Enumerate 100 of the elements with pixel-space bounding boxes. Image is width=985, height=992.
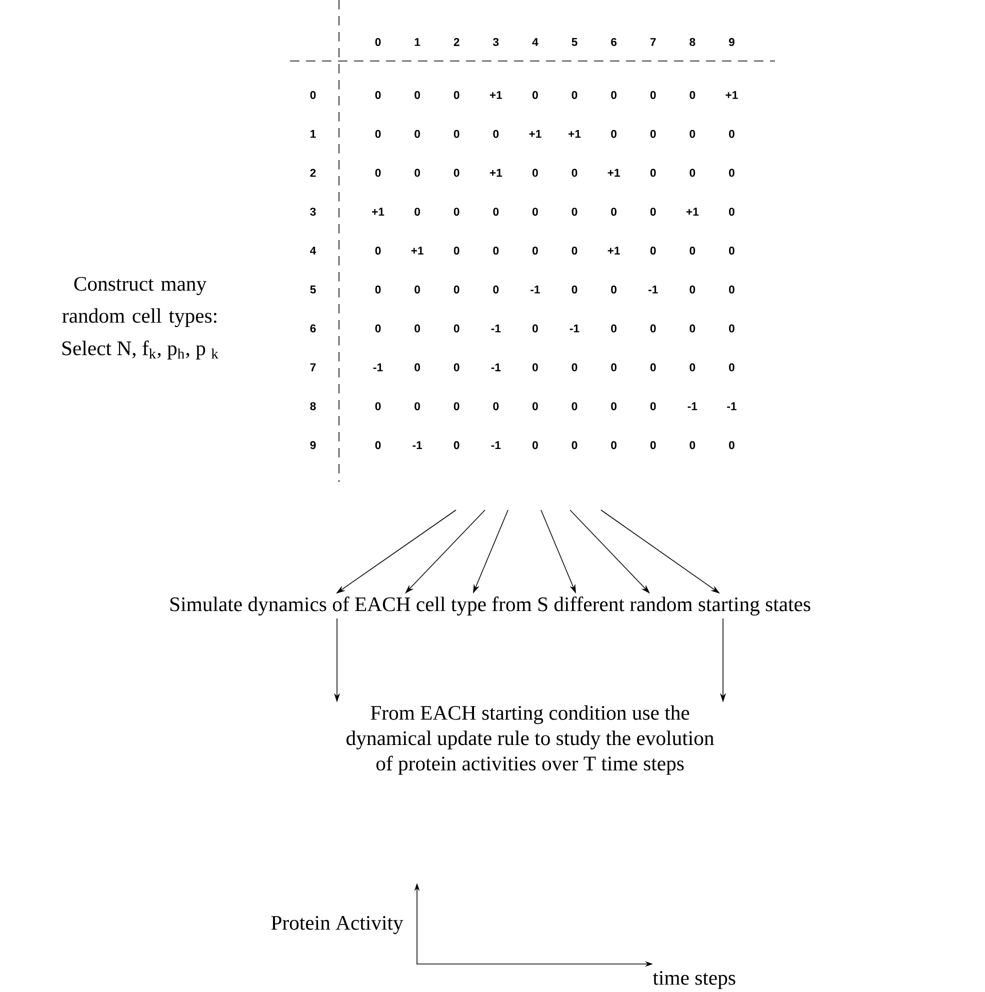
matrix-cell: 0 bbox=[454, 363, 460, 372]
matrix-cell: -1 bbox=[688, 402, 698, 410]
matrix-cell: 0 bbox=[375, 91, 381, 99]
matrix-cell: 0 bbox=[690, 324, 696, 332]
matrix-cell: 0 bbox=[454, 130, 460, 138]
matrix-cell: +1 bbox=[686, 208, 699, 216]
matrix-cell: 0 bbox=[650, 324, 656, 332]
matrix-cell: 0 bbox=[611, 324, 616, 332]
matrix-cell: 0 bbox=[375, 324, 381, 332]
matrix-cell: 0 bbox=[611, 130, 616, 138]
matrix-cell: 0 bbox=[611, 286, 616, 294]
matrix-cell: 0 bbox=[572, 402, 578, 410]
matrix-cell: 0 bbox=[572, 246, 578, 255]
matrix-cell: 0 bbox=[493, 402, 499, 410]
step-text: From EACH starting condition use the dynamical update rule to study the evolution of protein activities over T time steps bbox=[346, 705, 714, 775]
column-header: 5 bbox=[572, 38, 578, 46]
matrix-cell: 0 bbox=[611, 91, 616, 99]
matrix-cell: 0 bbox=[532, 324, 538, 332]
matrix-cell: 0 bbox=[690, 168, 696, 177]
matrix-cell: 0 bbox=[650, 208, 656, 216]
row-header: 6 bbox=[310, 324, 316, 332]
matrix-cell: +1 bbox=[608, 246, 620, 254]
matrix-cell: 0 bbox=[729, 208, 734, 216]
side-text: Select N, f$_{k}$, p$_{h}$, p $_{k}$ bbox=[62, 340, 218, 360]
column-header: 8 bbox=[690, 38, 696, 46]
matrix-cell: 0 bbox=[532, 208, 538, 216]
row-header: 1 bbox=[310, 130, 316, 138]
axis-label: Protein Activity bbox=[271, 916, 404, 934]
matrix-cell: 0 bbox=[572, 168, 578, 177]
column-header: 9 bbox=[728, 38, 734, 46]
matrix-cell: 0 bbox=[493, 208, 499, 216]
column-header: 6 bbox=[611, 38, 617, 46]
matrix-cell: +1 bbox=[608, 168, 620, 177]
column-header: 0 bbox=[375, 38, 381, 46]
matrix-cell: 0 bbox=[375, 286, 381, 294]
matrix-cell: 0 bbox=[454, 324, 460, 332]
matrix-cell: 0 bbox=[650, 246, 656, 255]
matrix-cell: 0 bbox=[611, 441, 616, 450]
matrix-cell: 0 bbox=[572, 91, 578, 99]
matrix-cell: 0 bbox=[729, 168, 734, 177]
row-header: 9 bbox=[310, 441, 316, 450]
matrix-cell: +1 bbox=[490, 91, 502, 99]
matrix-cell: 0 bbox=[729, 286, 734, 294]
matrix-cell: 0 bbox=[493, 286, 499, 294]
column-header: 3 bbox=[493, 38, 499, 46]
matrix-cell: 0 bbox=[532, 402, 538, 410]
matrix-cell: 0 bbox=[650, 168, 656, 177]
matrix-cell: -1 bbox=[373, 363, 383, 372]
matrix-cell: 0 bbox=[414, 130, 420, 138]
matrix-cell: 0 bbox=[532, 91, 538, 99]
matrix-cell: 0 bbox=[690, 246, 696, 255]
row-header: 3 bbox=[310, 208, 316, 216]
matrix-cell: 0 bbox=[454, 91, 460, 99]
matrix-cell: 0 bbox=[414, 168, 420, 177]
matrix-cell: 0 bbox=[454, 208, 460, 216]
matrix-cell: 0 bbox=[454, 402, 460, 410]
matrix-cell: 0 bbox=[414, 363, 420, 372]
matrix-cell: +1 bbox=[411, 246, 424, 254]
matrix-cell: 0 bbox=[414, 208, 420, 216]
matrix-cell: 0 bbox=[414, 91, 420, 99]
matrix-cell: 0 bbox=[690, 91, 696, 99]
column-header: 7 bbox=[650, 38, 656, 46]
matrix-cell: 0 bbox=[493, 130, 499, 138]
matrix-cell: 0 bbox=[572, 208, 578, 216]
matrix-cell: 0 bbox=[493, 246, 499, 255]
row-header: 2 bbox=[310, 168, 316, 177]
matrix-cell: 0 bbox=[572, 363, 578, 372]
matrix-cell: 0 bbox=[729, 363, 734, 372]
matrix-cell: -1 bbox=[648, 286, 658, 294]
matrix-cell: 0 bbox=[454, 168, 460, 177]
matrix-cell: 0 bbox=[532, 363, 538, 372]
matrix-cell: 0 bbox=[690, 363, 696, 372]
matrix-cell: 0 bbox=[414, 286, 420, 294]
step-text: Simulate dynamics of EACH cell type from S different random starting states bbox=[170, 596, 810, 616]
matrix-cell: 0 bbox=[454, 246, 460, 255]
matrix-cell: -1 bbox=[727, 402, 736, 410]
row-header: 0 bbox=[310, 91, 316, 99]
row-header: 4 bbox=[310, 246, 316, 254]
matrix-cell: 0 bbox=[375, 246, 381, 255]
matrix-cell: 0 bbox=[532, 246, 538, 255]
matrix-cell: 0 bbox=[414, 402, 420, 410]
matrix-cell: 0 bbox=[650, 91, 656, 99]
matrix-cell: 0 bbox=[532, 441, 538, 450]
column-header: 2 bbox=[454, 38, 460, 46]
matrix-cell: 0 bbox=[532, 168, 538, 177]
column-header: 4 bbox=[532, 38, 538, 46]
matrix-cell: 0 bbox=[454, 286, 460, 294]
matrix-cell: 0 bbox=[729, 324, 734, 332]
matrix-cell: 0 bbox=[414, 324, 420, 332]
matrix-cell: 0 bbox=[611, 402, 616, 410]
matrix-cell: 0 bbox=[375, 441, 381, 450]
matrix-cell: 0 bbox=[729, 246, 734, 255]
row-header: 8 bbox=[310, 402, 316, 410]
matrix-cell: 0 bbox=[690, 441, 696, 450]
matrix-cell: 0 bbox=[611, 363, 616, 372]
matrix-cell: -1 bbox=[491, 363, 501, 372]
matrix-cell: +1 bbox=[372, 208, 384, 216]
matrix-cell: 0 bbox=[375, 130, 381, 138]
matrix-cell: +1 bbox=[568, 130, 581, 138]
matrix-cell: 0 bbox=[729, 441, 734, 450]
